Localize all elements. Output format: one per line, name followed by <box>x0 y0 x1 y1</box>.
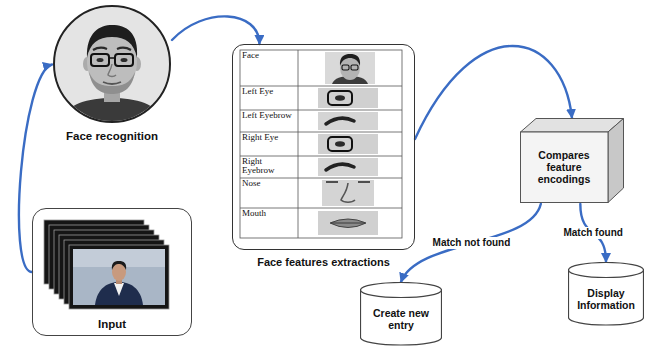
feature-table-grid-part <box>240 50 402 238</box>
face-recognition-circle: Face recognition <box>52 4 172 148</box>
node-label: Compares feature encodings <box>523 149 605 185</box>
table-cell-label: Face <box>242 51 259 60</box>
node-label-area: Input <box>33 316 191 333</box>
feature-images-part <box>318 211 378 235</box>
feature-images-part <box>328 91 352 105</box>
table-cell-label-area: Nose <box>242 179 296 207</box>
feature-images-part <box>351 65 358 70</box>
feature-images-part <box>335 141 345 147</box>
feature-images-part <box>328 137 352 151</box>
database-cylinder: Display Information <box>568 262 644 326</box>
feature-images-part <box>322 180 374 206</box>
feature-table-grid-part <box>240 156 402 157</box>
portrait-photo <box>50 0 174 130</box>
photo-stack-part <box>95 282 143 305</box>
portrait-photo-part <box>58 98 166 130</box>
node-label-area: Compares feature encodings <box>523 134 605 200</box>
table-cell-label-area: Right Eye <box>242 133 296 155</box>
table-cell-label-area: Face <box>242 51 296 85</box>
feature-table-grid-part <box>240 178 402 179</box>
node-label-area: Create new entry <box>363 298 439 340</box>
photo-stack-part <box>112 261 126 270</box>
panel-caption: Face features extractions <box>257 256 390 269</box>
cylinder-top <box>361 283 442 298</box>
portrait-photo-part <box>97 58 104 62</box>
portrait-photo-part <box>89 72 135 94</box>
portrait-photo-part <box>115 54 133 66</box>
portrait-photo-part <box>93 48 107 50</box>
portrait-photo-part <box>108 64 116 77</box>
table-cell-label-area: Right Eyebrow <box>242 157 296 177</box>
feature-images-part <box>340 54 360 66</box>
database-cylinder: Create new entry <box>360 282 442 346</box>
feature-images-part <box>331 223 365 224</box>
input-panel: Input <box>32 208 192 336</box>
feature-images-part <box>341 183 355 202</box>
panel-caption-area: Face features extractions <box>232 254 415 270</box>
cylinder-body <box>569 270 644 325</box>
table-cell-label: Right Eyebrow <box>242 157 296 176</box>
cube-front <box>521 132 609 203</box>
compare-cube: Compares feature encodings <box>520 118 624 204</box>
node-label: Create new entry <box>363 307 439 331</box>
feature-images-part <box>318 158 378 176</box>
photo-stack <box>44 220 169 309</box>
photo-stack-part <box>114 283 124 296</box>
feature-images-part <box>342 65 349 70</box>
portrait-photo-part <box>103 82 121 84</box>
node-label: Input <box>98 318 126 331</box>
photo-stack-part <box>73 249 165 305</box>
node-label: Display Information <box>570 287 642 311</box>
feature-images-part <box>326 164 354 170</box>
photo-stack-part <box>69 245 169 309</box>
node-label-area: Display Information <box>570 278 642 320</box>
feature-images-part <box>326 118 354 124</box>
feature-table-grid <box>240 50 402 238</box>
portrait-photo-part <box>109 57 115 59</box>
portrait-photo-part <box>117 48 131 50</box>
table-cell-label-area: Mouth <box>242 209 296 237</box>
photo-stack-part <box>64 240 164 304</box>
circle-border <box>54 6 170 122</box>
table-cell-label: Nose <box>242 179 261 188</box>
features-frame <box>232 44 415 250</box>
cube-side <box>608 119 624 203</box>
portrait-photo-part <box>121 58 128 62</box>
node-label-area: Face recognition <box>52 128 172 146</box>
edge-label: Match found <box>561 227 624 239</box>
flow-arrow <box>401 204 541 282</box>
feature-images-part <box>318 88 378 108</box>
feature-images-part <box>318 112 378 130</box>
table-cell-label: Mouth <box>242 209 266 218</box>
circle-outline <box>52 4 172 148</box>
table-cell-label-area: Left Eyebrow <box>242 111 296 131</box>
portrait-photo-part <box>50 0 174 130</box>
table-cell-label-area: Left Eye <box>242 87 296 109</box>
feature-images-part <box>325 52 375 84</box>
feature-images-part <box>335 95 345 101</box>
feature-images <box>318 52 378 235</box>
feature-images-part <box>330 219 366 228</box>
cylinder-body <box>361 290 442 345</box>
table-cell-label: Left Eyebrow <box>242 111 292 120</box>
edge-label: Match not found <box>431 237 513 249</box>
feature-table-grid-part <box>298 50 299 238</box>
features-panel: Face features extractions FaceLeft EyeLef… <box>232 44 415 270</box>
feature-images-part <box>326 181 370 183</box>
table-cell-label: Right Eye <box>242 133 278 142</box>
feature-images-part <box>318 134 378 154</box>
node-label: Face recognition <box>66 130 158 143</box>
cylinder-top <box>569 263 644 278</box>
portrait-photo-part <box>91 54 109 66</box>
cube-top <box>521 119 624 133</box>
flow-arrow <box>172 16 259 44</box>
table-cell-label: Left Eye <box>242 87 273 96</box>
